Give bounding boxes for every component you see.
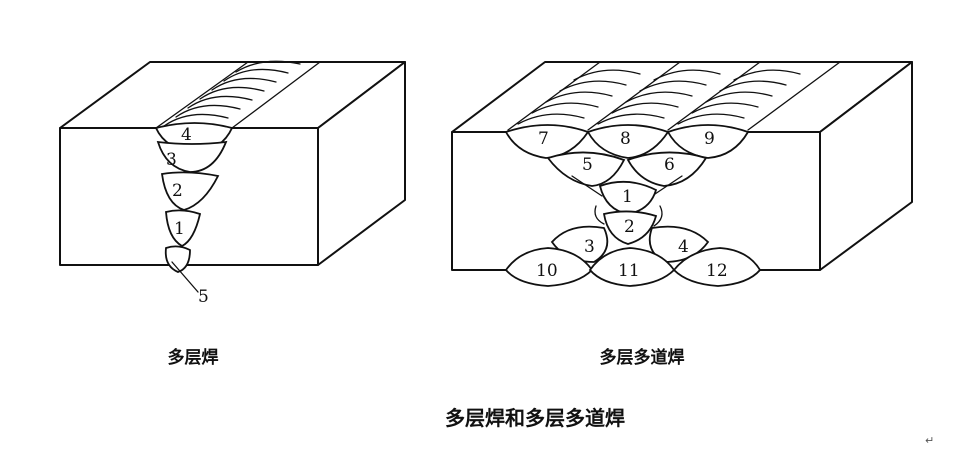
right-bead-label-5: 5 (582, 155, 593, 175)
right-bead-label-11: 11 (618, 261, 640, 281)
left-leader-line (171, 261, 199, 293)
right-bead-label-10: 10 (536, 261, 558, 281)
left-bead-2 (160, 171, 220, 211)
right-bead-label-3: 3 (584, 237, 595, 257)
left-block: 4 3 2 1 5 (59, 60, 406, 307)
right-bead-12 (672, 247, 762, 287)
right-bead-2 (602, 210, 658, 245)
right-bead-label-4: 4 (678, 237, 689, 257)
right-bead-5 (546, 151, 626, 187)
left-bead-root (164, 245, 191, 273)
right-bead-label-7: 7 (538, 129, 549, 149)
right-bead-1 (598, 180, 658, 215)
right-bead-label-2: 2 (624, 217, 635, 237)
right-upper-beads (546, 151, 708, 197)
left-weld-ripples (155, 60, 321, 129)
left-bead-label-5: 5 (198, 287, 209, 307)
figure-title: 多层焊和多层多道焊 (445, 406, 625, 430)
right-bead-label-6: 6 (664, 155, 675, 175)
left-figure-caption: 多层焊 (168, 347, 219, 368)
left-bead-label-3: 3 (166, 150, 177, 170)
right-bead-9 (666, 124, 750, 159)
right-bead-7 (504, 124, 590, 159)
right-bead-8 (586, 124, 670, 159)
right-figure-caption: 多层多道焊 (600, 347, 685, 368)
right-bead-label-1: 1 (622, 187, 633, 207)
left-bead-3 (156, 140, 228, 173)
left-weld-beads (154, 122, 234, 293)
left-bead-label-2: 2 (172, 181, 183, 201)
right-bead-label-12: 12 (706, 261, 728, 281)
right-top-beads (504, 124, 750, 159)
right-weld-ripples (507, 61, 841, 131)
right-bead-label-8: 8 (620, 129, 631, 149)
return-mark: ↵ (925, 434, 934, 447)
right-bead-6 (626, 151, 708, 187)
right-bottom-beads (504, 247, 762, 287)
left-bead-label-1: 1 (174, 219, 185, 239)
right-root-beads (594, 180, 663, 245)
right-bead-label-9: 9 (704, 129, 715, 149)
left-bead-label-4: 4 (181, 125, 192, 145)
left-bead-1 (165, 209, 202, 248)
right-block: 7 8 9 5 6 1 2 3 4 10 11 12 (451, 61, 913, 287)
